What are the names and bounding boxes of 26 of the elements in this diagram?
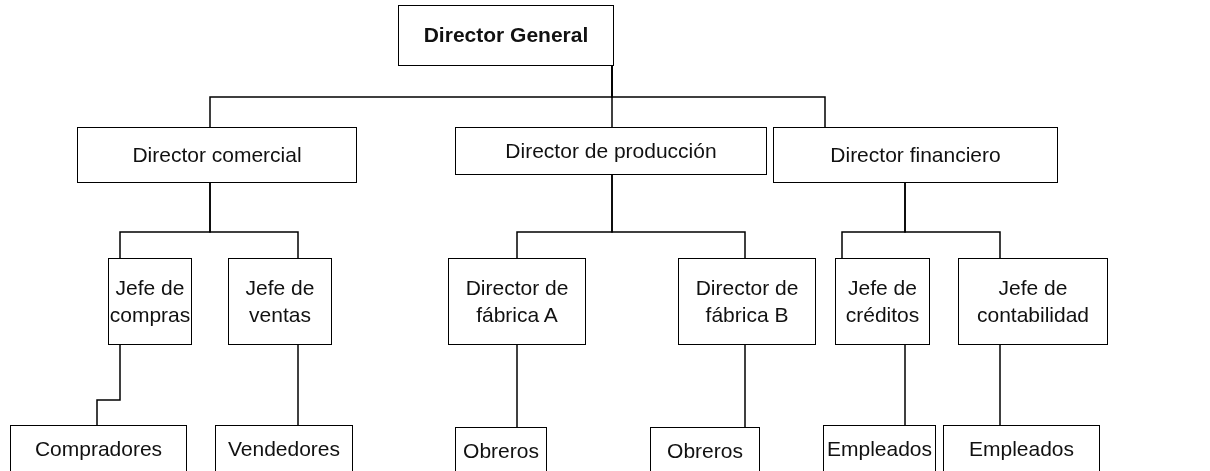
connector-line	[611, 174, 746, 259]
connector-line	[904, 182, 1001, 259]
connector-line	[297, 344, 299, 426]
position-box: Director General	[398, 5, 614, 66]
position-box: Empleados	[943, 425, 1100, 471]
connector-line	[516, 344, 518, 428]
position-box: Obreros	[455, 427, 547, 471]
position-box: Jefe de compras	[108, 258, 192, 345]
connector-line	[209, 182, 299, 259]
position-box: Empleados	[823, 425, 936, 471]
position-box: Director financiero	[773, 127, 1058, 183]
position-box: Jefe de ventas	[228, 258, 332, 345]
connector-line	[611, 65, 826, 128]
position-box: Director de fábrica B	[678, 258, 816, 345]
position-box: Jefe de créditos	[835, 258, 930, 345]
connector-line	[96, 344, 121, 426]
position-box: Vendedores	[215, 425, 353, 471]
position-box: Director de fábrica A	[448, 258, 586, 345]
position-box: Director de producción	[455, 127, 767, 175]
connector-line	[999, 344, 1001, 426]
position-box: Director comercial	[77, 127, 357, 183]
connector-line	[904, 344, 906, 426]
position-box: Obreros	[650, 427, 760, 471]
position-box: Jefe de contabilidad	[958, 258, 1108, 345]
connector-line	[744, 344, 746, 428]
position-box: Compradores	[10, 425, 187, 471]
